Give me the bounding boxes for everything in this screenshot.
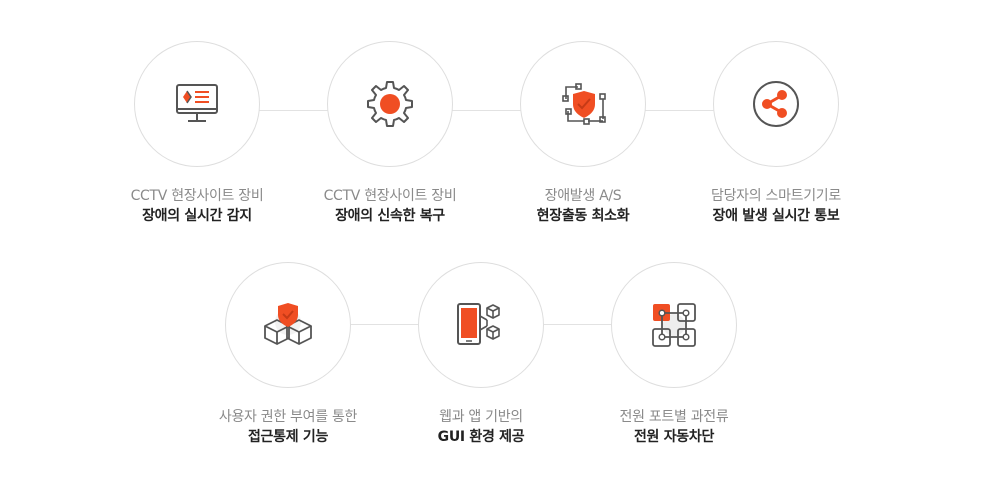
mobile-cubes-icon (456, 302, 506, 348)
feature-subtitle: 현장출동 최소화 (536, 208, 630, 224)
feature-title: 담당자의 스마트기기로 (711, 188, 841, 204)
gear-icon (365, 79, 415, 129)
shield-network-icon (558, 79, 608, 129)
feature-caption-1: CCTV 현장사이트 장비 장애의 실시간 감지 (87, 186, 307, 226)
feature-circle-5 (225, 262, 351, 388)
feature-title: 장애발생 A/S (544, 188, 622, 204)
feature-caption-3: 장애발생 A/S 현장출동 최소화 (473, 186, 693, 226)
feature-subtitle: 장애 발생 실시간 통보 (712, 208, 840, 224)
feature-caption-6: 웹과 앱 기반의 GUI 환경 제공 (371, 407, 591, 447)
connector-line (259, 110, 328, 111)
feature-circle-7 (611, 262, 737, 388)
feature-subtitle: 접근통제 기능 (247, 429, 329, 445)
feature-title: CCTV 현장사이트 장비 (323, 188, 457, 204)
feature-title: CCTV 현장사이트 장비 (130, 188, 264, 204)
feature-caption-5: 사용자 권한 부여를 통한 접근통제 기능 (178, 407, 398, 447)
cubes-shield-icon (261, 300, 315, 350)
feature-circle-6 (418, 262, 544, 388)
feature-subtitle: 장애의 실시간 감지 (142, 208, 252, 224)
share-icon (752, 80, 800, 128)
feature-circle-1 (134, 41, 260, 167)
feature-caption-4: 담당자의 스마트기기로 장애 발생 실시간 통보 (666, 186, 886, 226)
feature-caption-2: CCTV 현장사이트 장비 장애의 신속한 복구 (280, 186, 500, 226)
feature-circle-4 (713, 41, 839, 167)
connector-line (350, 324, 419, 325)
connector-line (452, 110, 521, 111)
feature-subtitle: 전원 자동차단 (633, 429, 715, 445)
monitor-icon (173, 80, 221, 128)
feature-circle-3 (520, 41, 646, 167)
feature-caption-7: 전원 포트별 과전류 전원 자동차단 (564, 407, 784, 447)
feature-subtitle: GUI 환경 제공 (437, 429, 525, 445)
power-ports-icon (650, 301, 698, 349)
feature-title: 전원 포트별 과전류 (619, 409, 729, 425)
feature-title: 사용자 권한 부여를 통한 (218, 409, 358, 425)
feature-circle-2 (327, 41, 453, 167)
feature-title: 웹과 앱 기반의 (439, 409, 523, 425)
connector-line (543, 324, 612, 325)
feature-subtitle: 장애의 신속한 복구 (335, 208, 445, 224)
connector-line (645, 110, 714, 111)
